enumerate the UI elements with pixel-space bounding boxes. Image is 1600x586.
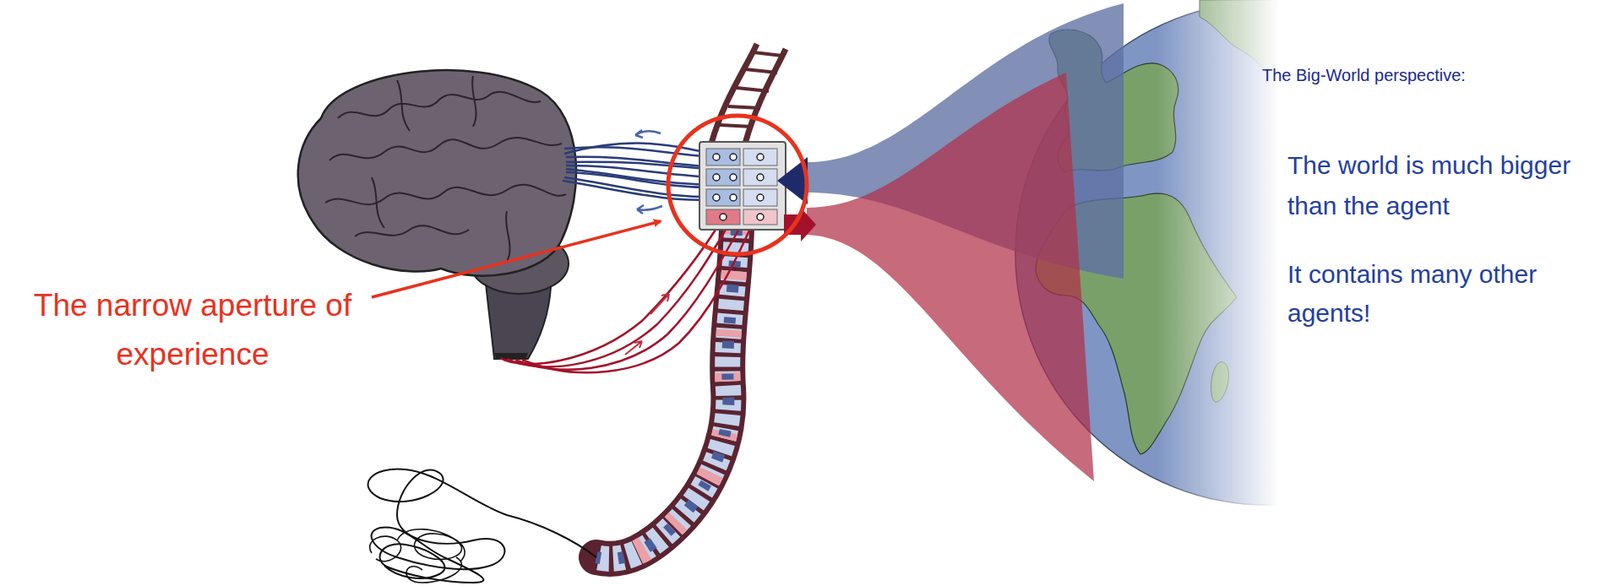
panel-socket bbox=[743, 148, 778, 166]
strip-frames-blue bbox=[596, 228, 737, 560]
patch-panel bbox=[699, 141, 786, 230]
note-text: The world is much bigger than the agent bbox=[1287, 145, 1575, 227]
panel-socket bbox=[743, 168, 778, 186]
aperture-circle bbox=[668, 115, 807, 255]
section-heading: The Big-World perspective: bbox=[1262, 64, 1592, 87]
plug bbox=[712, 194, 720, 202]
panel-socket bbox=[743, 189, 778, 207]
plug bbox=[712, 153, 720, 161]
wire bbox=[562, 180, 714, 201]
strip-frames-red bbox=[596, 228, 737, 560]
plug bbox=[712, 174, 720, 181]
red-wires bbox=[500, 217, 754, 373]
note-text: It contains many other agents! bbox=[1287, 255, 1575, 333]
panel-plugs bbox=[712, 153, 764, 221]
wire bbox=[522, 221, 754, 373]
panel-socket bbox=[706, 189, 741, 207]
flow-arrow-blue bbox=[636, 205, 663, 214]
red-funnel bbox=[806, 72, 1094, 482]
wire bbox=[500, 217, 724, 365]
plug bbox=[719, 213, 727, 221]
plug bbox=[756, 174, 764, 181]
plug bbox=[756, 153, 764, 161]
tangled-tape bbox=[368, 469, 597, 583]
panel-socket bbox=[706, 168, 741, 186]
wire bbox=[515, 221, 744, 371]
panel-box bbox=[699, 141, 786, 230]
strip-frames bbox=[596, 228, 737, 560]
flow-arrow-red bbox=[650, 293, 670, 315]
cerebrum bbox=[298, 70, 577, 276]
strip-body bbox=[596, 228, 737, 560]
panel-socket-red bbox=[706, 209, 741, 225]
plug bbox=[756, 194, 764, 202]
brain-sulci bbox=[325, 76, 566, 262]
plug bbox=[729, 153, 737, 161]
plug bbox=[729, 194, 737, 202]
panel-socket bbox=[706, 148, 741, 166]
flow-arrow-red bbox=[625, 341, 643, 355]
leader-arrow bbox=[371, 221, 661, 298]
flow-arrow-blue bbox=[635, 130, 661, 138]
film-strip bbox=[596, 228, 737, 560]
plug bbox=[756, 213, 764, 221]
callout-label: The narrow aperture of experience bbox=[6, 281, 379, 380]
globe-fade bbox=[1157, 0, 1278, 586]
panel-socket-red bbox=[743, 209, 778, 225]
plug bbox=[729, 174, 737, 181]
brainstem-end bbox=[494, 353, 528, 360]
tangled-tape bbox=[370, 529, 465, 583]
